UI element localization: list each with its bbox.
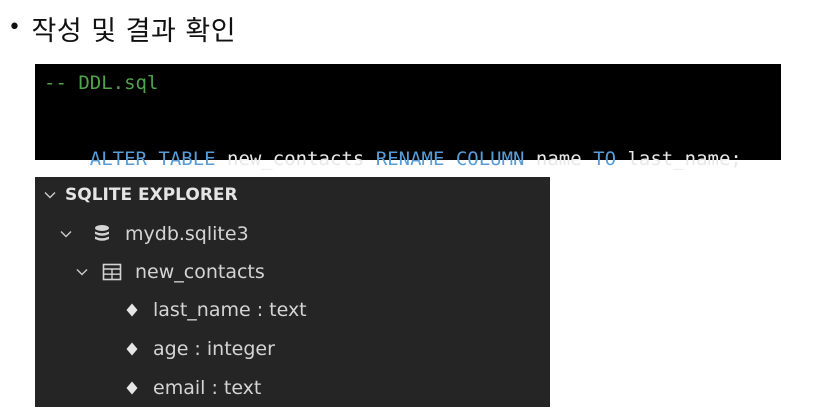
diamond-icon xyxy=(125,338,139,360)
explorer-title: SQLITE EXPLORER xyxy=(65,185,238,205)
code-statement: ALTER TABLE new_contacts RENAME COLUMN n… xyxy=(44,126,742,192)
tree-item-table[interactable]: new_contacts xyxy=(35,253,550,291)
bullet: • xyxy=(8,14,22,40)
chevron-down-icon[interactable] xyxy=(57,225,75,243)
database-name: mydb.sqlite3 xyxy=(125,223,249,245)
tree-item-column[interactable]: email : text xyxy=(35,369,550,407)
code-block: -- DDL.sql ALTER TABLE new_contacts RENA… xyxy=(35,64,781,170)
code-keyword-alter-table: ALTER TABLE xyxy=(89,148,216,170)
column-label: age : integer xyxy=(153,338,275,360)
sqlite-explorer-panel: SQLITE EXPLORER mydb.sqlite3 new_ xyxy=(35,177,550,407)
diamond-icon xyxy=(125,299,139,321)
code-identifier-old-column: name xyxy=(524,148,594,170)
tree-item-column[interactable]: last_name : text xyxy=(35,291,550,329)
code-keyword-rename-column: RENAME COLUMN xyxy=(375,148,525,170)
diamond-icon xyxy=(125,377,139,399)
code-keyword-to: TO xyxy=(593,148,617,170)
explorer-header[interactable]: SQLITE EXPLORER xyxy=(35,177,550,213)
code-comment: -- DDL.sql xyxy=(44,72,159,94)
table-icon xyxy=(101,261,123,283)
column-label: last_name : text xyxy=(153,299,307,321)
chevron-down-icon[interactable] xyxy=(73,263,91,281)
tree-item-database[interactable]: mydb.sqlite3 xyxy=(35,215,550,253)
section-heading: • 작성 및 결과 확인 xyxy=(8,6,236,50)
database-icon xyxy=(91,223,113,245)
code-identifier-new-column: last_name; xyxy=(616,148,742,170)
chevron-down-icon[interactable] xyxy=(41,186,59,204)
table-name: new_contacts xyxy=(135,261,265,283)
column-label: email : text xyxy=(153,377,262,399)
tree-item-column[interactable]: age : integer xyxy=(35,330,550,368)
heading-text: 작성 및 결과 확인 xyxy=(31,15,237,47)
code-identifier-table: new_contacts xyxy=(215,148,376,170)
